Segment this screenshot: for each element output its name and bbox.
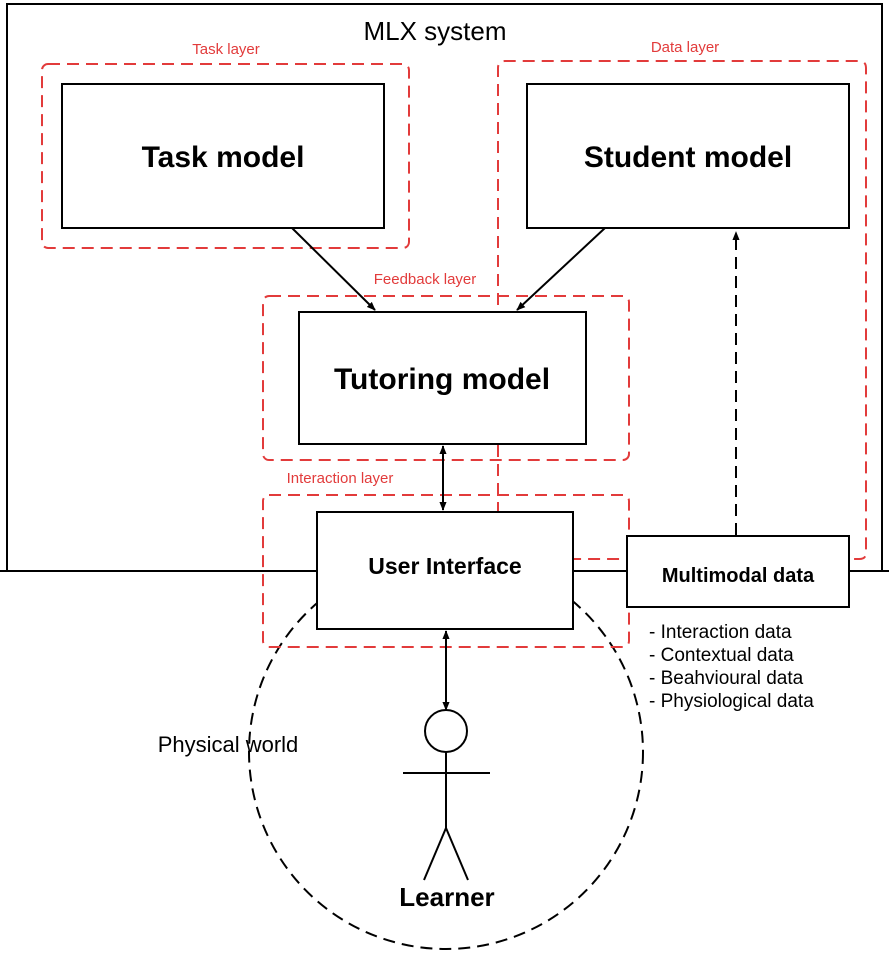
data-layer-label: Data layer [651,39,719,56]
multimodal-item: - Interaction data [649,622,792,643]
data-layer-boundary [497,60,867,590]
learner-label: Learner [399,882,494,912]
tutoring-model-box [298,311,587,445]
task-model-box [61,83,385,229]
feedback-layer-label: Feedback layer [374,271,477,288]
system-title: MLX system [363,16,506,46]
physical-world-label: Physical world [158,732,299,757]
mlx-system-frame [6,3,883,570]
physical-world-circle [248,554,644,950]
multimodal-data-box [626,535,850,608]
user-interface-box [316,511,574,630]
student-model-box [526,83,850,229]
student-model-label: Student model [584,141,792,174]
arrow-student-to-tutoring [516,227,606,311]
task-layer-boundary [41,63,410,249]
tutoring-model-label: Tutoring model [334,363,550,396]
multimodal-item: - Beahvioural data [649,668,804,689]
multimodal-data-title: Multimodal data [662,565,815,587]
task-layer-label: Task layer [192,41,260,58]
task-model-label: Task model [142,141,305,174]
interaction-layer-label: Interaction layer [287,470,394,487]
feedback-layer-boundary [262,295,630,461]
user-interface-label: User Interface [368,553,521,579]
arrow-task-to-tutoring [291,227,376,311]
multimodal-item: - Contextual data [649,645,794,666]
learner-figure [403,709,490,881]
learner-head [424,709,468,753]
multimodal-item: - Physiological data [649,691,814,712]
